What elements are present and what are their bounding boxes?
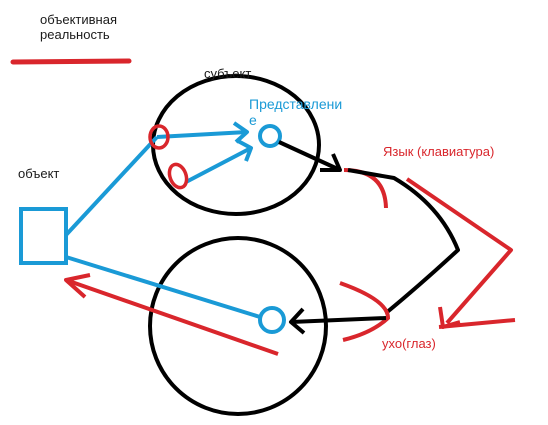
object-square (19, 207, 68, 265)
representation-to-tongue-arrowhead (320, 153, 342, 172)
ray-lower (185, 146, 252, 184)
reality-loop-right (405, 177, 513, 325)
ray-upper-arrowhead (232, 121, 249, 144)
perception-to-object-ray (65, 255, 261, 319)
object-to-subject-ray (64, 135, 159, 237)
ear-to-perception-arrowhead (289, 307, 306, 335)
ear-to-perception (290, 316, 387, 324)
representation-to-tongue (278, 140, 341, 172)
ear-arc (339, 281, 391, 342)
representation-circle (258, 124, 282, 148)
sensor-upper (148, 124, 170, 150)
reality-loop-left-arrowhead (64, 273, 91, 299)
representation-label: Представление (249, 96, 343, 129)
reality-loop-bottom (438, 318, 516, 329)
tongue-to-ear-line (347, 168, 460, 315)
legend-line (10, 58, 132, 65)
subject-label: субъект (204, 66, 252, 81)
bottom-circle (148, 236, 328, 416)
reality-loop-left (65, 278, 279, 356)
ray-lower-arrowhead (237, 139, 253, 162)
ear-label: ухо(глаз) (382, 336, 436, 351)
perception-circle (258, 306, 286, 334)
ray-upper (156, 130, 248, 139)
tongue-label: Язык (клавиатура) (383, 144, 495, 159)
sensor-lower (167, 162, 189, 190)
object-label: объект (18, 166, 60, 181)
legend-label: объективная реальность (40, 12, 118, 42)
